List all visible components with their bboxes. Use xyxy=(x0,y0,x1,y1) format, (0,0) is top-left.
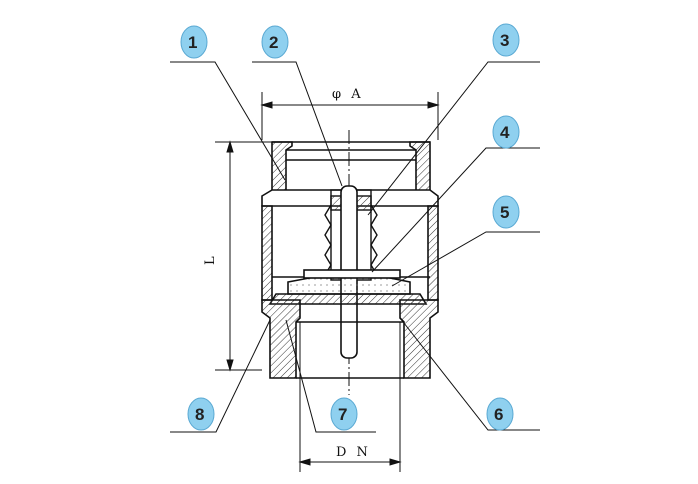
callout-4-number: 4 xyxy=(500,123,510,142)
dimension-l xyxy=(215,140,272,372)
callout-2-number: 2 xyxy=(269,33,278,52)
callout-6-number: 6 xyxy=(494,405,503,424)
callout-3: 3 xyxy=(492,23,520,57)
callout-1-number: 1 xyxy=(188,33,197,52)
callout-8-number: 8 xyxy=(195,405,204,424)
callout-7-number: 7 xyxy=(338,405,347,424)
diameter-label: φ A xyxy=(332,87,364,102)
callout-1: 1 xyxy=(180,25,208,59)
callout-4: 4 xyxy=(492,115,520,149)
callout-6: 6 xyxy=(486,397,514,431)
callout-5-number: 5 xyxy=(500,203,509,222)
callout-8: 8 xyxy=(187,397,215,431)
callout-7: 7 xyxy=(330,397,358,431)
length-label: L xyxy=(203,253,218,265)
dimension-dn xyxy=(298,322,402,472)
callout-3-number: 3 xyxy=(500,31,509,50)
callout-2: 2 xyxy=(261,25,289,59)
lower-body xyxy=(261,299,439,379)
valve-disc xyxy=(268,269,428,305)
dimension-phi-a xyxy=(260,92,440,140)
bore-label: D N xyxy=(336,445,371,460)
leader-lines xyxy=(170,61,540,433)
callout-5: 5 xyxy=(492,195,520,229)
